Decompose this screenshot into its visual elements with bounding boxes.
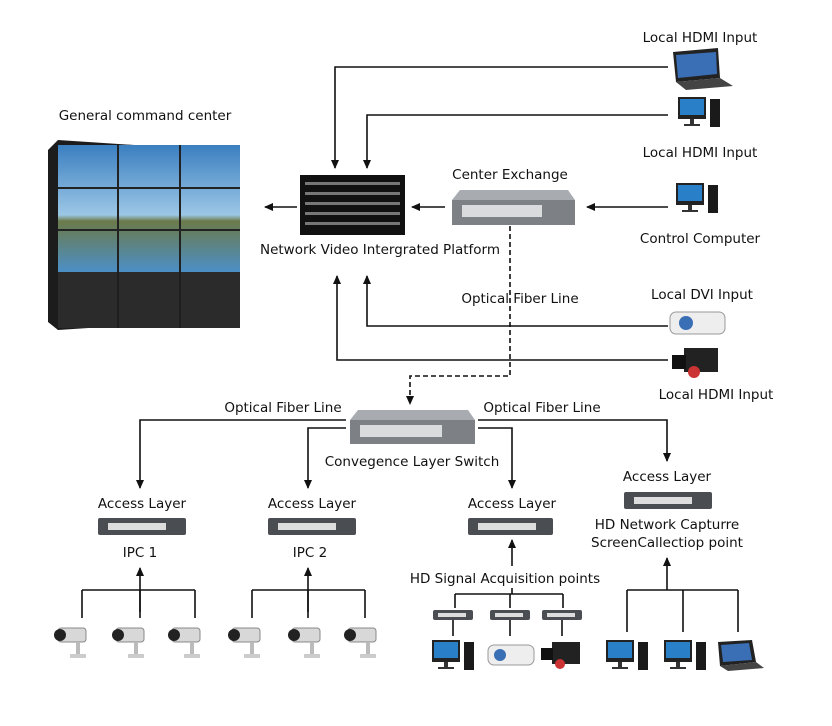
hdmi-camera-label: Local HDMI Input <box>659 387 774 403</box>
hd-signal-label: HD Signal Acquisition points <box>410 571 600 587</box>
video-camera-icon <box>672 348 718 378</box>
platform-label: Network Video Intergrated Platform <box>260 242 500 258</box>
projector-icon <box>669 311 726 335</box>
tablet-icon <box>718 640 764 671</box>
arrow-laptop-to-platform <box>331 66 668 169</box>
command-center-label: General command center <box>59 108 232 124</box>
ip-camera-icon <box>53 627 87 659</box>
center-exchange-label: Center Exchange <box>452 167 568 183</box>
arrow-projector-to-platform <box>363 275 668 327</box>
center-exchange-switch <box>452 190 575 225</box>
access-layer-4-label: Access Layer <box>623 469 712 485</box>
control-computer-label: Control Computer <box>640 231 761 247</box>
capture-bus <box>626 589 739 632</box>
access-layer-2-label: Access Layer <box>268 496 357 512</box>
ip-camera-icon <box>111 627 145 659</box>
access-switch-4 <box>624 492 712 509</box>
monitor-icon <box>678 97 720 127</box>
convergence-switch <box>350 410 475 444</box>
video-camera-icon <box>541 642 580 669</box>
mini-switch-icon <box>490 610 530 620</box>
ip-camera-icon <box>287 627 321 659</box>
mini-switch-icon <box>433 610 473 620</box>
video-wall <box>48 140 240 330</box>
signal-drops <box>452 620 563 636</box>
access-switch-3 <box>468 518 553 535</box>
ipc1-label: IPC 1 <box>123 545 157 561</box>
control-computer-icon <box>676 183 718 213</box>
hdmi-monitor-label: Local HDMI Input <box>643 145 758 161</box>
access-layer-3-label: Access Layer <box>468 496 557 512</box>
capture-label-line1: HD Network Capturre <box>595 517 740 533</box>
ip-camera-icon <box>343 627 377 659</box>
access-layer-1-label: Access Layer <box>98 496 187 512</box>
arrow-to-access-2 <box>304 427 346 489</box>
capture-label-line2: ScreenCallectiop point <box>591 535 743 551</box>
access-switch-2 <box>268 518 356 535</box>
arrow-to-access-4 <box>478 419 671 462</box>
signal-bus <box>454 588 564 608</box>
optical-fiber-left-label: Optical Fiber Line <box>224 400 341 416</box>
access-switch-1 <box>98 518 186 535</box>
dvi-input-label: Local DVI Input <box>651 287 753 303</box>
ipc2-label: IPC 2 <box>293 545 327 561</box>
projector-icon <box>487 644 535 666</box>
ip-camera-icon <box>227 627 261 659</box>
mini-switch-icon <box>542 610 582 620</box>
video-platform-device <box>300 175 405 235</box>
arrow-to-access-1 <box>136 419 346 489</box>
computer-icon <box>664 640 706 670</box>
computer-icon <box>606 640 648 670</box>
hdmi-laptop-label: Local HDMI Input <box>643 30 758 46</box>
laptop-icon <box>673 48 733 90</box>
convergence-switch-label: Convegence Layer Switch <box>325 454 500 470</box>
optical-fiber-main-label: Optical Fiber Line <box>461 291 578 307</box>
ipc1-drops <box>81 590 196 618</box>
arrow-to-access-3 <box>478 427 516 489</box>
optical-fiber-right-label: Optical Fiber Line <box>483 400 600 416</box>
arrow-monitor-to-platform <box>363 114 668 169</box>
optical-fiber-dashed-line <box>406 226 511 405</box>
ipc2-bus <box>251 589 366 618</box>
computer-icon <box>432 640 474 670</box>
ip-camera-icon <box>167 627 201 659</box>
arrow-camera-to-platform <box>333 275 668 361</box>
